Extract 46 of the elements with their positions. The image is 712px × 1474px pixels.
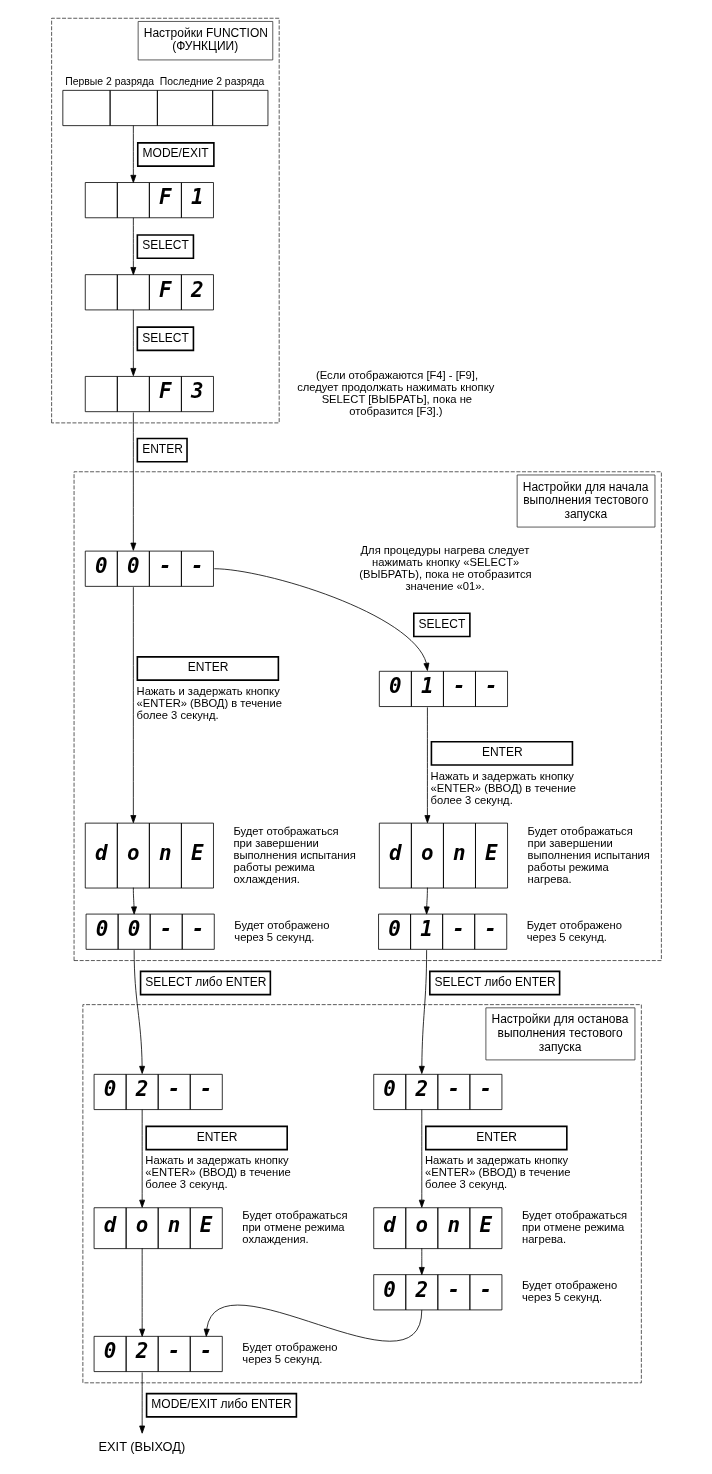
arrow (129, 309, 136, 377)
label: Нажать и задержать кнопку «ENTER» (ВВОД) в течение более 3 секунд. (424, 1154, 570, 1191)
edge-label: ENTER (196, 1129, 237, 1144)
label: Нажать и задержать кнопку «ENTER» (ВВОД) в течение более 3 секунд. (144, 1154, 291, 1191)
arrow (129, 412, 136, 551)
edge-label: MODE/EXIT либо ENTER (150, 1397, 292, 1412)
label: Нажать и задержать кнопку «ENTER» (ВВОД) в течение более 3 секунд. (136, 684, 282, 721)
edge-label: ENTER (141, 441, 183, 456)
arrow (418, 1109, 425, 1208)
node-label: Первые 2 разряда (64, 76, 154, 88)
label: Нажать и задержать кнопку «ENTER» (ВВОД) в течение более 3 секунд. (430, 769, 576, 806)
arrow (213, 568, 429, 671)
edge-label: ENTER (187, 660, 228, 675)
node-label: Будет отображаться при завершении выполнения испытания работы режима нагрева. (527, 824, 650, 885)
edge-label: MODE/EXIT (142, 146, 209, 161)
arrow (129, 586, 136, 824)
label: (Если отображаются [F4] - [F9], следует продолжать нажимать кнопку SELECT [ВЫБРАТЬ], пока не отобразится [F3].) (296, 368, 494, 418)
arrow (130, 887, 137, 915)
node-label: Будет отображено через 5 секунд. (521, 1279, 617, 1304)
node-label: Будет отображаться при отмене режима нагрева. (521, 1209, 627, 1246)
node-label: Будет отображаться при завершении выполнения испытания работы режима охлаждения. (233, 824, 356, 885)
arrow (129, 125, 136, 183)
node-label: Будет отображено через 5 секунд. (241, 1340, 338, 1365)
node-label: Последние 2 разряда (159, 76, 264, 88)
arrow (138, 1372, 145, 1434)
edge-label: ENTER (481, 745, 523, 760)
node-label: Будет отображено через 5 секунд. (526, 918, 622, 943)
arrow (418, 949, 427, 1074)
arrow (418, 1247, 425, 1276)
arrow (424, 706, 430, 824)
node-label: Будет отображаться при отмене режима охлаждения. (241, 1209, 348, 1246)
edge-label: SELECT либо ENTER (144, 974, 266, 989)
arrow (423, 887, 430, 915)
arrow (203, 1304, 422, 1342)
edge-label: SELECT (141, 238, 189, 253)
node-text: EXIT (ВЫХОД) (97, 1438, 185, 1454)
arrow (138, 1109, 145, 1208)
arrow (138, 1247, 145, 1337)
arrow (129, 217, 136, 276)
edge-label: SELECT либо ENTER (434, 974, 556, 989)
edge-label: ENTER (475, 1129, 517, 1144)
node-label: Будет отображено через 5 секунд. (233, 918, 330, 943)
arrow (133, 949, 145, 1074)
edge-label: SELECT (141, 330, 189, 345)
label: Для процедуры нагрева следует нажимать кнопку «SELECT» (ВЫБРАТЬ), пока не отобразится значение «01». (358, 543, 532, 592)
edge-label: SELECT (418, 616, 465, 631)
